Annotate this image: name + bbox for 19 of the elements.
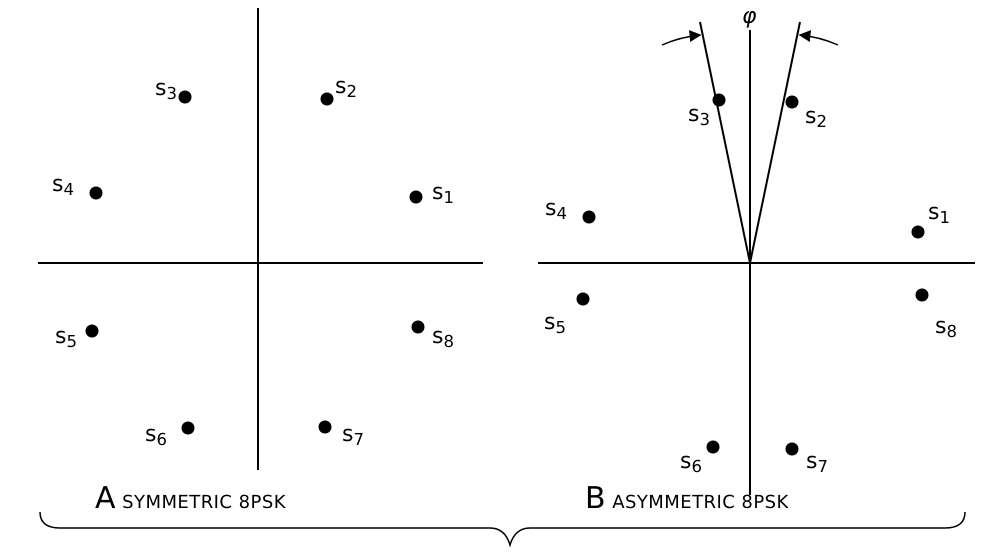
point-label: s$_{7}$: [342, 421, 364, 451]
point-label: s$_{5}$: [544, 309, 566, 339]
point-label: s$_{3}$: [688, 101, 710, 131]
point-label: s$_{8}$: [432, 323, 454, 353]
caption: B ASYMMETRIC 8PSK: [585, 480, 789, 518]
point-label: s$_{1}$: [432, 179, 454, 209]
caption: A SYMMETRIC 8PSK: [95, 480, 286, 518]
point-label: s$_{6}$: [145, 421, 167, 451]
point-label: s$_{2}$: [805, 103, 827, 133]
point-label: s$_{4}$: [52, 171, 74, 201]
point-label: s$_{6}$: [680, 448, 702, 478]
point-label: s$_{1}$: [928, 199, 950, 229]
point-label: s$_{4}$: [545, 195, 567, 225]
point-label: s$_{8}$: [935, 313, 957, 343]
point-label: s$_{7}$: [806, 448, 828, 478]
point-label: s$_{5}$: [55, 323, 77, 353]
point-label: s$_{2}$: [335, 73, 357, 103]
point-label: s$_{3}$: [155, 75, 177, 105]
angle-label: φ: [742, 3, 757, 31]
